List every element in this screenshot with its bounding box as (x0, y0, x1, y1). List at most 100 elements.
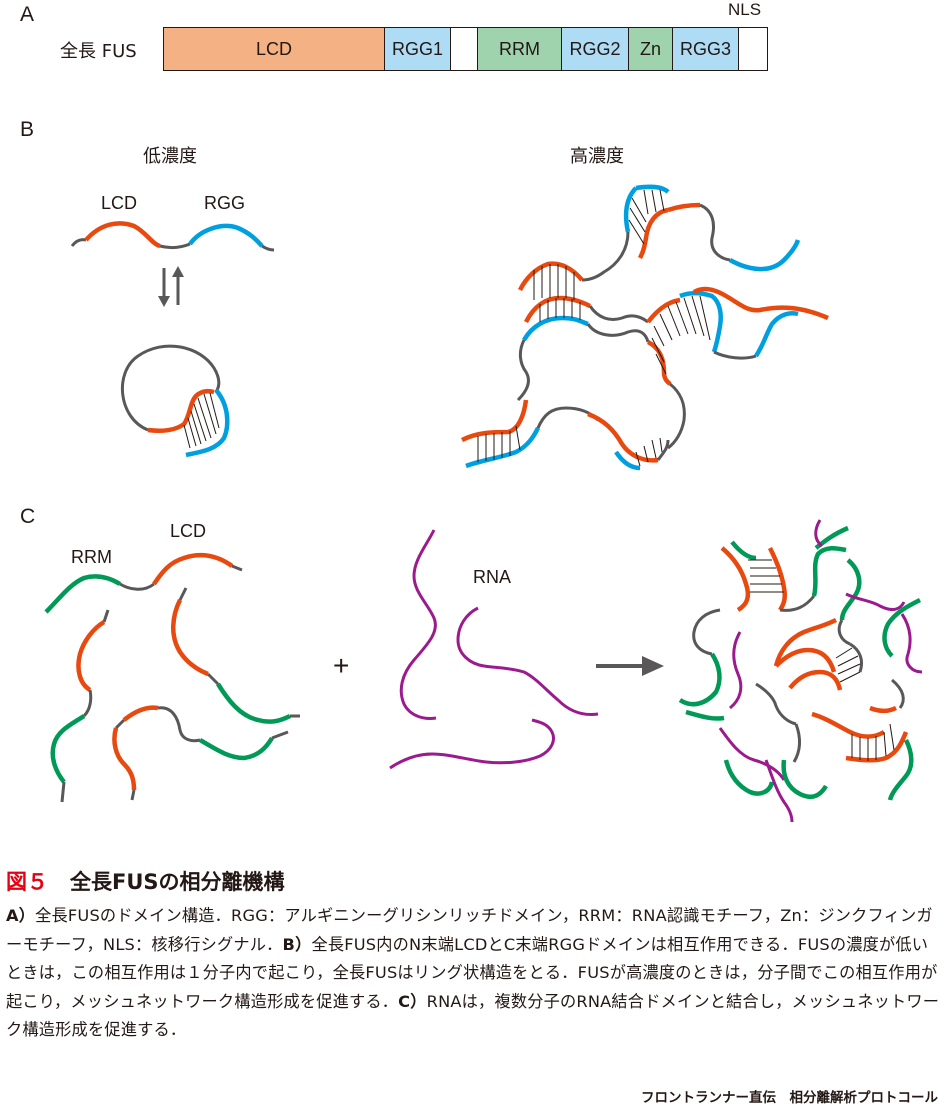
lcd-segment (692, 286, 829, 321)
domain-rgg1: RGG1 (385, 28, 451, 70)
rna-strand (456, 606, 599, 716)
rgg-label-b: RGG (204, 193, 246, 213)
linker-segment (130, 789, 136, 801)
linker-segment (779, 595, 816, 612)
lcd-segment (773, 617, 838, 667)
lcd-segment (869, 705, 898, 714)
linker-segment (792, 723, 802, 763)
rna-strand (845, 592, 906, 611)
panel-label-b: B (20, 118, 35, 141)
domain-linker (451, 28, 478, 70)
interaction-lines (533, 264, 581, 322)
lcd-segment (147, 388, 215, 433)
linker-segment (114, 718, 126, 730)
caption-text-a: 全長FUSのドメイン構造．RGG：アルギニンーグリシンリッチドメイン，RRM：R… (6, 906, 933, 954)
rna-strand (718, 727, 786, 781)
lcd-segment (720, 546, 751, 612)
lcd-label-c: LCD (170, 521, 207, 541)
lcd-segment (646, 339, 672, 386)
rrm-segment (730, 540, 757, 561)
caption-mark-a: A） (6, 906, 36, 925)
linker-segment (261, 244, 275, 252)
lcd-segment (171, 598, 209, 677)
rrm-segment (216, 682, 292, 724)
rrm-segment (882, 597, 922, 658)
rrm-label-c: RRM (71, 547, 112, 567)
rgg-segment (623, 186, 638, 233)
rna-strands (389, 529, 599, 770)
linker-segment (102, 609, 110, 623)
linker-segment (692, 608, 721, 656)
linker-segment (60, 781, 66, 803)
rrm-segment (839, 558, 862, 621)
lcd-segment (767, 546, 788, 612)
linker-segment (667, 382, 686, 450)
ring-interaction-lines (183, 392, 220, 449)
rgg-segment (754, 311, 799, 358)
linker-segment (891, 678, 905, 709)
linker-segment (586, 323, 650, 343)
linker-segment (849, 642, 864, 673)
lcd-segment (667, 202, 701, 213)
lcd-segment (774, 647, 837, 673)
lcd-label-b: LCD (101, 193, 138, 213)
book-footer: フロントランナー直伝 相分離解析プロトコール (641, 1090, 938, 1106)
lcd-segment (646, 297, 681, 324)
lcd-segment (811, 711, 886, 739)
interaction-lines (851, 723, 895, 761)
linker-ring (120, 344, 221, 432)
lcd-segment (84, 221, 161, 249)
linker-segment (271, 730, 289, 740)
linker-segment (178, 587, 188, 601)
rna-strand (729, 631, 743, 710)
process-arrow (596, 656, 664, 676)
interaction-lines (628, 189, 665, 245)
rgg-segment (728, 239, 801, 272)
domain-lcd: LCD (164, 28, 385, 70)
linker-segment (699, 203, 731, 262)
interaction-lines (477, 425, 663, 467)
rgg-segment (188, 223, 264, 248)
linker-segment (588, 305, 649, 324)
domain-rrm: RRM (478, 28, 562, 70)
linker-segment (206, 672, 220, 686)
linker-segment (159, 242, 191, 250)
interaction-lines (835, 647, 861, 683)
domain-nls (739, 28, 767, 70)
linker-segment (713, 350, 757, 360)
linker-segment (536, 406, 600, 429)
linker-segment (581, 231, 630, 282)
panel-label-c: C (20, 505, 36, 528)
rgg-segment (522, 315, 589, 342)
lcd-segment (112, 727, 137, 791)
full-length-fus-label: 全長 FUS (60, 41, 137, 62)
rrm-segment (781, 759, 828, 799)
domain-rgg2: RGG2 (562, 28, 629, 70)
linker-segment (70, 238, 87, 247)
figure-label: 図５ (6, 870, 48, 894)
lcd-segment (460, 399, 529, 443)
rna-strand (389, 718, 555, 770)
rna-strand (900, 613, 923, 674)
domain-zn: Zn (629, 28, 673, 70)
rrm-segment (887, 738, 914, 801)
fus-linear-molecule (70, 221, 275, 252)
caption-mark-b: B） (282, 934, 312, 954)
lcd-segment (76, 620, 106, 692)
lcd-segment (788, 669, 843, 691)
panel-label-a: A (20, 3, 35, 26)
lcd-segment (122, 705, 159, 722)
rrm-segment (685, 709, 725, 721)
linker-segment (516, 339, 530, 402)
rna-strand (764, 759, 794, 823)
fus-domain-bar: LCD RGG1 RRM RGG2 Zn RGG3 (163, 27, 768, 71)
lcd-segment (845, 731, 909, 763)
figure-caption-body: A）全長FUSのドメイン構造．RGG：アルギニンーグリシンリッチドメイン，RRM… (6, 902, 940, 1045)
rna-label-c: RNA (473, 567, 512, 587)
fus-ring-molecule (120, 344, 230, 458)
rrm-segment (814, 525, 849, 550)
lcd-segment (587, 411, 659, 463)
rgg-segment (614, 450, 641, 471)
linker-segment (837, 619, 851, 646)
